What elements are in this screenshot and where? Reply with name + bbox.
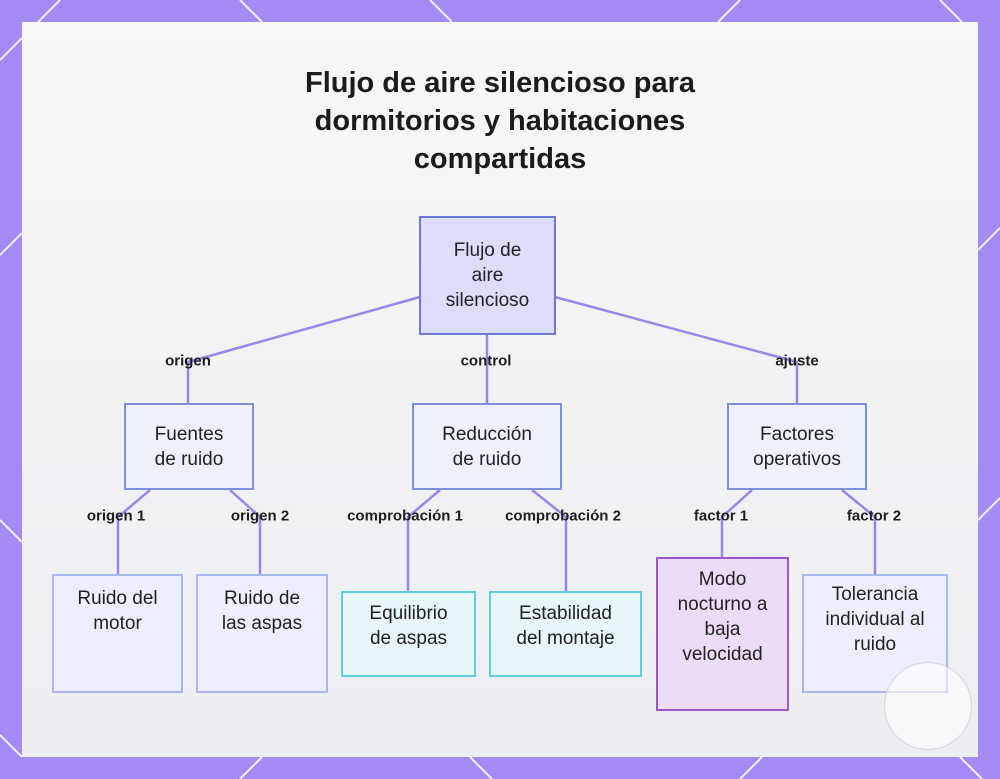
node-factores-operativos[interactable]: Factores operativos (727, 403, 867, 490)
edge-label-comprobacion-1: comprobación 1 (347, 507, 463, 525)
edge-label-control: control (460, 352, 512, 370)
diagram-title: Flujo de aire silencioso para dormitorio… (304, 67, 695, 175)
node-factores-label: Factores operativos (753, 423, 841, 470)
node-root-label: Flujo de aire silencioso (445, 240, 530, 311)
node-modo-label: Modo nocturno a baja velocidad (677, 569, 768, 665)
node-reduccion-label: Reducción de ruido (442, 423, 532, 470)
edge-label-origen-2: origen 2 (230, 507, 290, 525)
node-root[interactable]: Flujo de aire silencioso (419, 216, 556, 335)
edge-origen (186, 295, 421, 403)
node-tolerancia-label: Tolerancia individual al ruido (825, 584, 925, 655)
node-reduccion-de-ruido[interactable]: Reducción de ruido (412, 403, 562, 490)
node-aspas-label: Ruido de las aspas (221, 588, 303, 634)
node-fuentes-de-ruido[interactable]: Fuentes de ruido (124, 403, 254, 490)
edge-factor-1 (720, 489, 753, 557)
node-fuentes-label: Fuentes de ruido (154, 423, 224, 470)
edge-label-origen: origen (165, 352, 211, 370)
node-ruido-del-motor[interactable]: Ruido del motor (52, 574, 183, 693)
watermark-logo (884, 662, 972, 750)
edge-comprobacion-2 (531, 489, 568, 591)
node-motor-label: Ruido del motor (77, 588, 158, 634)
node-equilibrio-label: Equilibrio de aspas (369, 603, 448, 649)
node-estabilidad-label: Estabilidad del montaje (516, 603, 615, 649)
edge-label-ajuste: ajuste (775, 352, 819, 370)
edge-label-factor-1: factor 1 (693, 507, 749, 525)
node-modo-nocturno[interactable]: Modo nocturno a baja velocidad (656, 557, 789, 711)
edge-origen-1 (116, 489, 151, 574)
edge-label-factor-2: factor 2 (846, 507, 902, 525)
edge-ajuste (554, 295, 799, 403)
edge-label-origen-1: origen 1 (86, 507, 146, 525)
edge-origen-2 (229, 489, 262, 574)
edge-label-comprobacion-2: comprobación 2 (505, 507, 621, 525)
node-equilibrio-de-aspas[interactable]: Equilibrio de aspas (341, 591, 476, 677)
edge-factor-2 (841, 489, 877, 574)
node-ruido-de-las-aspas[interactable]: Ruido de las aspas (196, 574, 328, 693)
edge-comprobacion-1 (406, 489, 441, 591)
node-estabilidad-del-montaje[interactable]: Estabilidad del montaje (489, 591, 642, 677)
